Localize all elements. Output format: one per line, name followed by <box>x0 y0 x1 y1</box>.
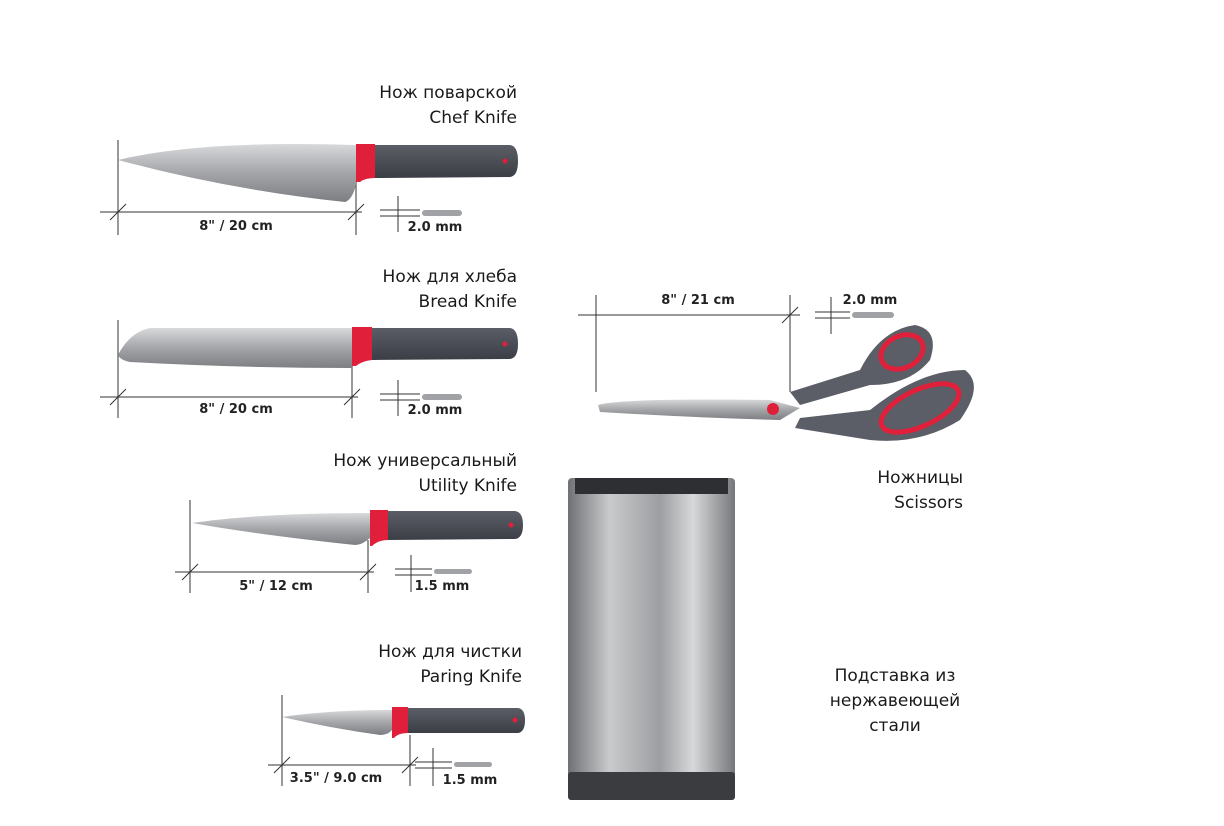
thickness-profiles <box>422 210 894 767</box>
scissors-label: Ножницы Scissors <box>877 466 963 516</box>
bread-knife-name-ru: Нож для хлеба <box>382 267 517 287</box>
scissors-thickness: 2.0 mm <box>842 293 898 308</box>
knife-block-image <box>568 478 735 800</box>
chef-knife-image <box>118 144 518 202</box>
paring-knife-name-en: Paring Knife <box>420 667 522 687</box>
bread-knife-label: Нож для хлеба Bread Knife <box>383 265 517 315</box>
paring-knife-name-ru: Нож для чистки <box>378 642 522 662</box>
block-label-line2: нержавеющей <box>829 691 961 711</box>
scissors-image <box>598 325 974 441</box>
chef-knife-thickness: 2.0 mm <box>407 220 463 235</box>
scissors-length: 8" / 21 cm <box>661 293 735 308</box>
chef-knife-label: Нож поварской Chef Knife <box>379 81 517 131</box>
utility-knife-label: Нож универсальный Utility Knife <box>333 449 517 499</box>
chef-knife-name-ru: Нож поварской <box>379 83 517 103</box>
scissors-name-en: Scissors <box>894 493 963 513</box>
utility-knife-length: 5" / 12 cm <box>239 579 313 594</box>
paring-knife-label: Нож для чистки Paring Knife <box>378 640 522 690</box>
chef-knife-length: 8" / 20 cm <box>199 219 273 234</box>
utility-knife-thickness: 1.5 mm <box>414 579 470 594</box>
bread-knife-length: 8" / 20 cm <box>199 402 273 417</box>
scissors-name-ru: Ножницы <box>877 468 963 488</box>
paring-knife-length: 3.5" / 9.0 cm <box>289 771 383 786</box>
block-label: Подставка из нержавеющей стали <box>815 664 975 739</box>
bread-knife-image <box>118 327 518 368</box>
chef-knife-name-en: Chef Knife <box>429 108 517 128</box>
paring-knife-thickness: 1.5 mm <box>442 773 498 788</box>
utility-knife-image <box>192 510 523 546</box>
bread-knife-thickness: 2.0 mm <box>407 403 463 418</box>
dimension-lines <box>100 140 850 786</box>
bread-knife-name-en: Bread Knife <box>418 292 517 312</box>
block-label-line1: Подставка из <box>834 666 956 686</box>
block-label-line3: стали <box>869 716 921 736</box>
utility-knife-name-en: Utility Knife <box>418 476 518 496</box>
paring-knife-image <box>282 707 525 738</box>
utility-knife-name-ru: Нож универсальный <box>333 451 517 471</box>
